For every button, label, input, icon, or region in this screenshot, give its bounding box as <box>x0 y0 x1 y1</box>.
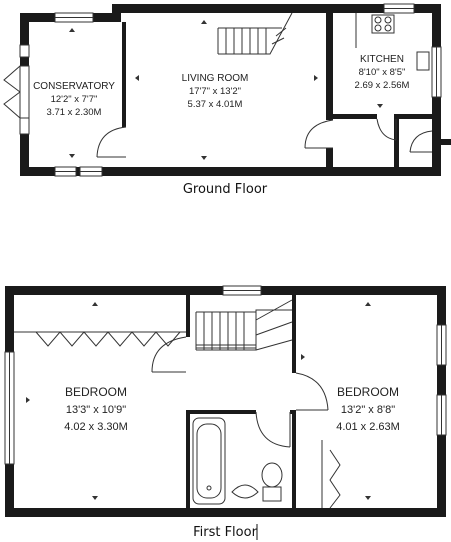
first-floor-stairs <box>195 299 293 351</box>
svg-text:13'3" x 10'9": 13'3" x 10'9" <box>66 404 126 416</box>
svg-text:17'7" x 13'2": 17'7" x 13'2" <box>189 86 241 97</box>
ground-floor-stairs <box>217 12 293 55</box>
wardrobe-doors <box>14 331 341 509</box>
ground-floor-markers <box>69 20 383 160</box>
room-label-living-room: LIVING ROOM 17'7" x 13'2" 5.37 x 4.01M <box>182 73 249 110</box>
first-floor-markers <box>26 302 371 500</box>
svg-text:8'10" x 8'5": 8'10" x 8'5" <box>359 67 406 78</box>
ground-floor-doors <box>96 118 433 158</box>
svg-text:12'2" x 7'7": 12'2" x 7'7" <box>51 94 98 105</box>
svg-text:BEDROOM: BEDROOM <box>337 385 399 399</box>
first-floor-doors <box>151 336 329 448</box>
first-floor-windows <box>4 285 447 465</box>
ground-floor-plan: CONSERVATORY 12'2" x 7'7" 3.71 x 2.30M L… <box>3 3 451 197</box>
room-label-bedroom-2: BEDROOM 13'2" x 8'8" 4.01 x 2.63M <box>336 385 400 433</box>
first-floor-label: First Floor <box>193 525 257 540</box>
room-label-kitchen: KITCHEN 8'10" x 8'5" 2.69 x 2.56M <box>355 54 410 91</box>
ground-floor-label: Ground Floor <box>183 182 268 197</box>
first-floor-plan: BEDROOM 13'3" x 10'9" 4.02 x 3.30M BEDRO… <box>4 285 447 540</box>
conservatory-doors <box>3 65 30 119</box>
svg-text:13'2" x 8'8": 13'2" x 8'8" <box>341 404 395 416</box>
bathroom-fittings <box>192 417 283 505</box>
svg-text:4.01 x 2.63M: 4.01 x 2.63M <box>336 421 400 433</box>
room-label-conservatory: CONSERVATORY 12'2" x 7'7" 3.71 x 2.30M <box>33 81 115 118</box>
entrance-arrow-icon <box>432 135 451 149</box>
svg-text:3.71 x 2.30M: 3.71 x 2.30M <box>47 107 102 118</box>
basin-icon <box>231 484 259 499</box>
kitchen-fittings <box>355 13 430 71</box>
room-label-bedroom-1: BEDROOM 13'3" x 10'9" 4.02 x 3.30M <box>64 385 128 433</box>
svg-text:LIVING ROOM: LIVING ROOM <box>182 73 249 84</box>
svg-text:CONSERVATORY: CONSERVATORY <box>33 81 115 92</box>
svg-text:4.02 x 3.30M: 4.02 x 3.30M <box>64 421 128 433</box>
svg-text:BEDROOM: BEDROOM <box>65 385 127 399</box>
toilet-icon <box>261 462 283 488</box>
svg-text:5.37 x 4.01M: 5.37 x 4.01M <box>188 99 243 110</box>
ground-floor-windows <box>19 3 442 177</box>
svg-text:2.69 x 2.56M: 2.69 x 2.56M <box>355 80 410 91</box>
svg-text:KITCHEN: KITCHEN <box>360 54 404 65</box>
